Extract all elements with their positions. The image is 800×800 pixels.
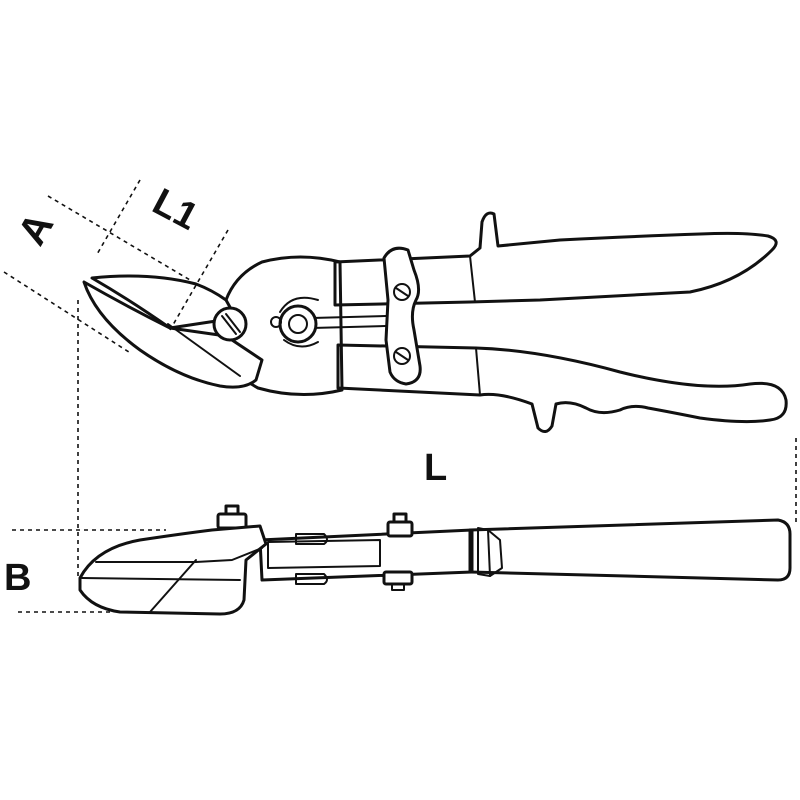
secondary-pivot [278, 304, 318, 344]
nut-front-top [216, 512, 248, 530]
top-view-jaws [78, 524, 268, 616]
dimension-lines [3, 179, 797, 613]
label-thickness: B [4, 557, 31, 599]
nut-rear-bottom [382, 570, 414, 586]
linkage-screw-bottom [393, 347, 411, 365]
upper-blade [90, 274, 238, 330]
dim-l1-line-left [95, 179, 141, 257]
spring-bar [311, 315, 387, 329]
body-slot [267, 539, 381, 569]
dim-a-line-upper [47, 195, 191, 281]
nut-rear-top [386, 520, 414, 538]
dim-l1-line-right [169, 229, 229, 331]
lower-handle-collar [475, 347, 481, 396]
linkage-screw-top [393, 283, 411, 301]
lower-handle [336, 343, 788, 433]
linkage-plate [382, 246, 422, 386]
label-overall-length: L [424, 447, 447, 489]
label-cut-length: L1 [146, 181, 205, 239]
side-view-snips [82, 211, 788, 433]
dim-a-line-lower [3, 271, 133, 355]
label-jaw-width: A [10, 205, 63, 252]
top-view-body [258, 528, 474, 582]
pivot-spring [279, 296, 319, 348]
jaw-cut-line [149, 559, 197, 613]
upper-handle-collar [469, 255, 476, 303]
upper-handle [333, 211, 778, 307]
top-view-handle [468, 518, 792, 582]
main-pivot-screw [212, 306, 248, 342]
top-view-snips [78, 504, 792, 616]
blade-edge [167, 323, 241, 377]
